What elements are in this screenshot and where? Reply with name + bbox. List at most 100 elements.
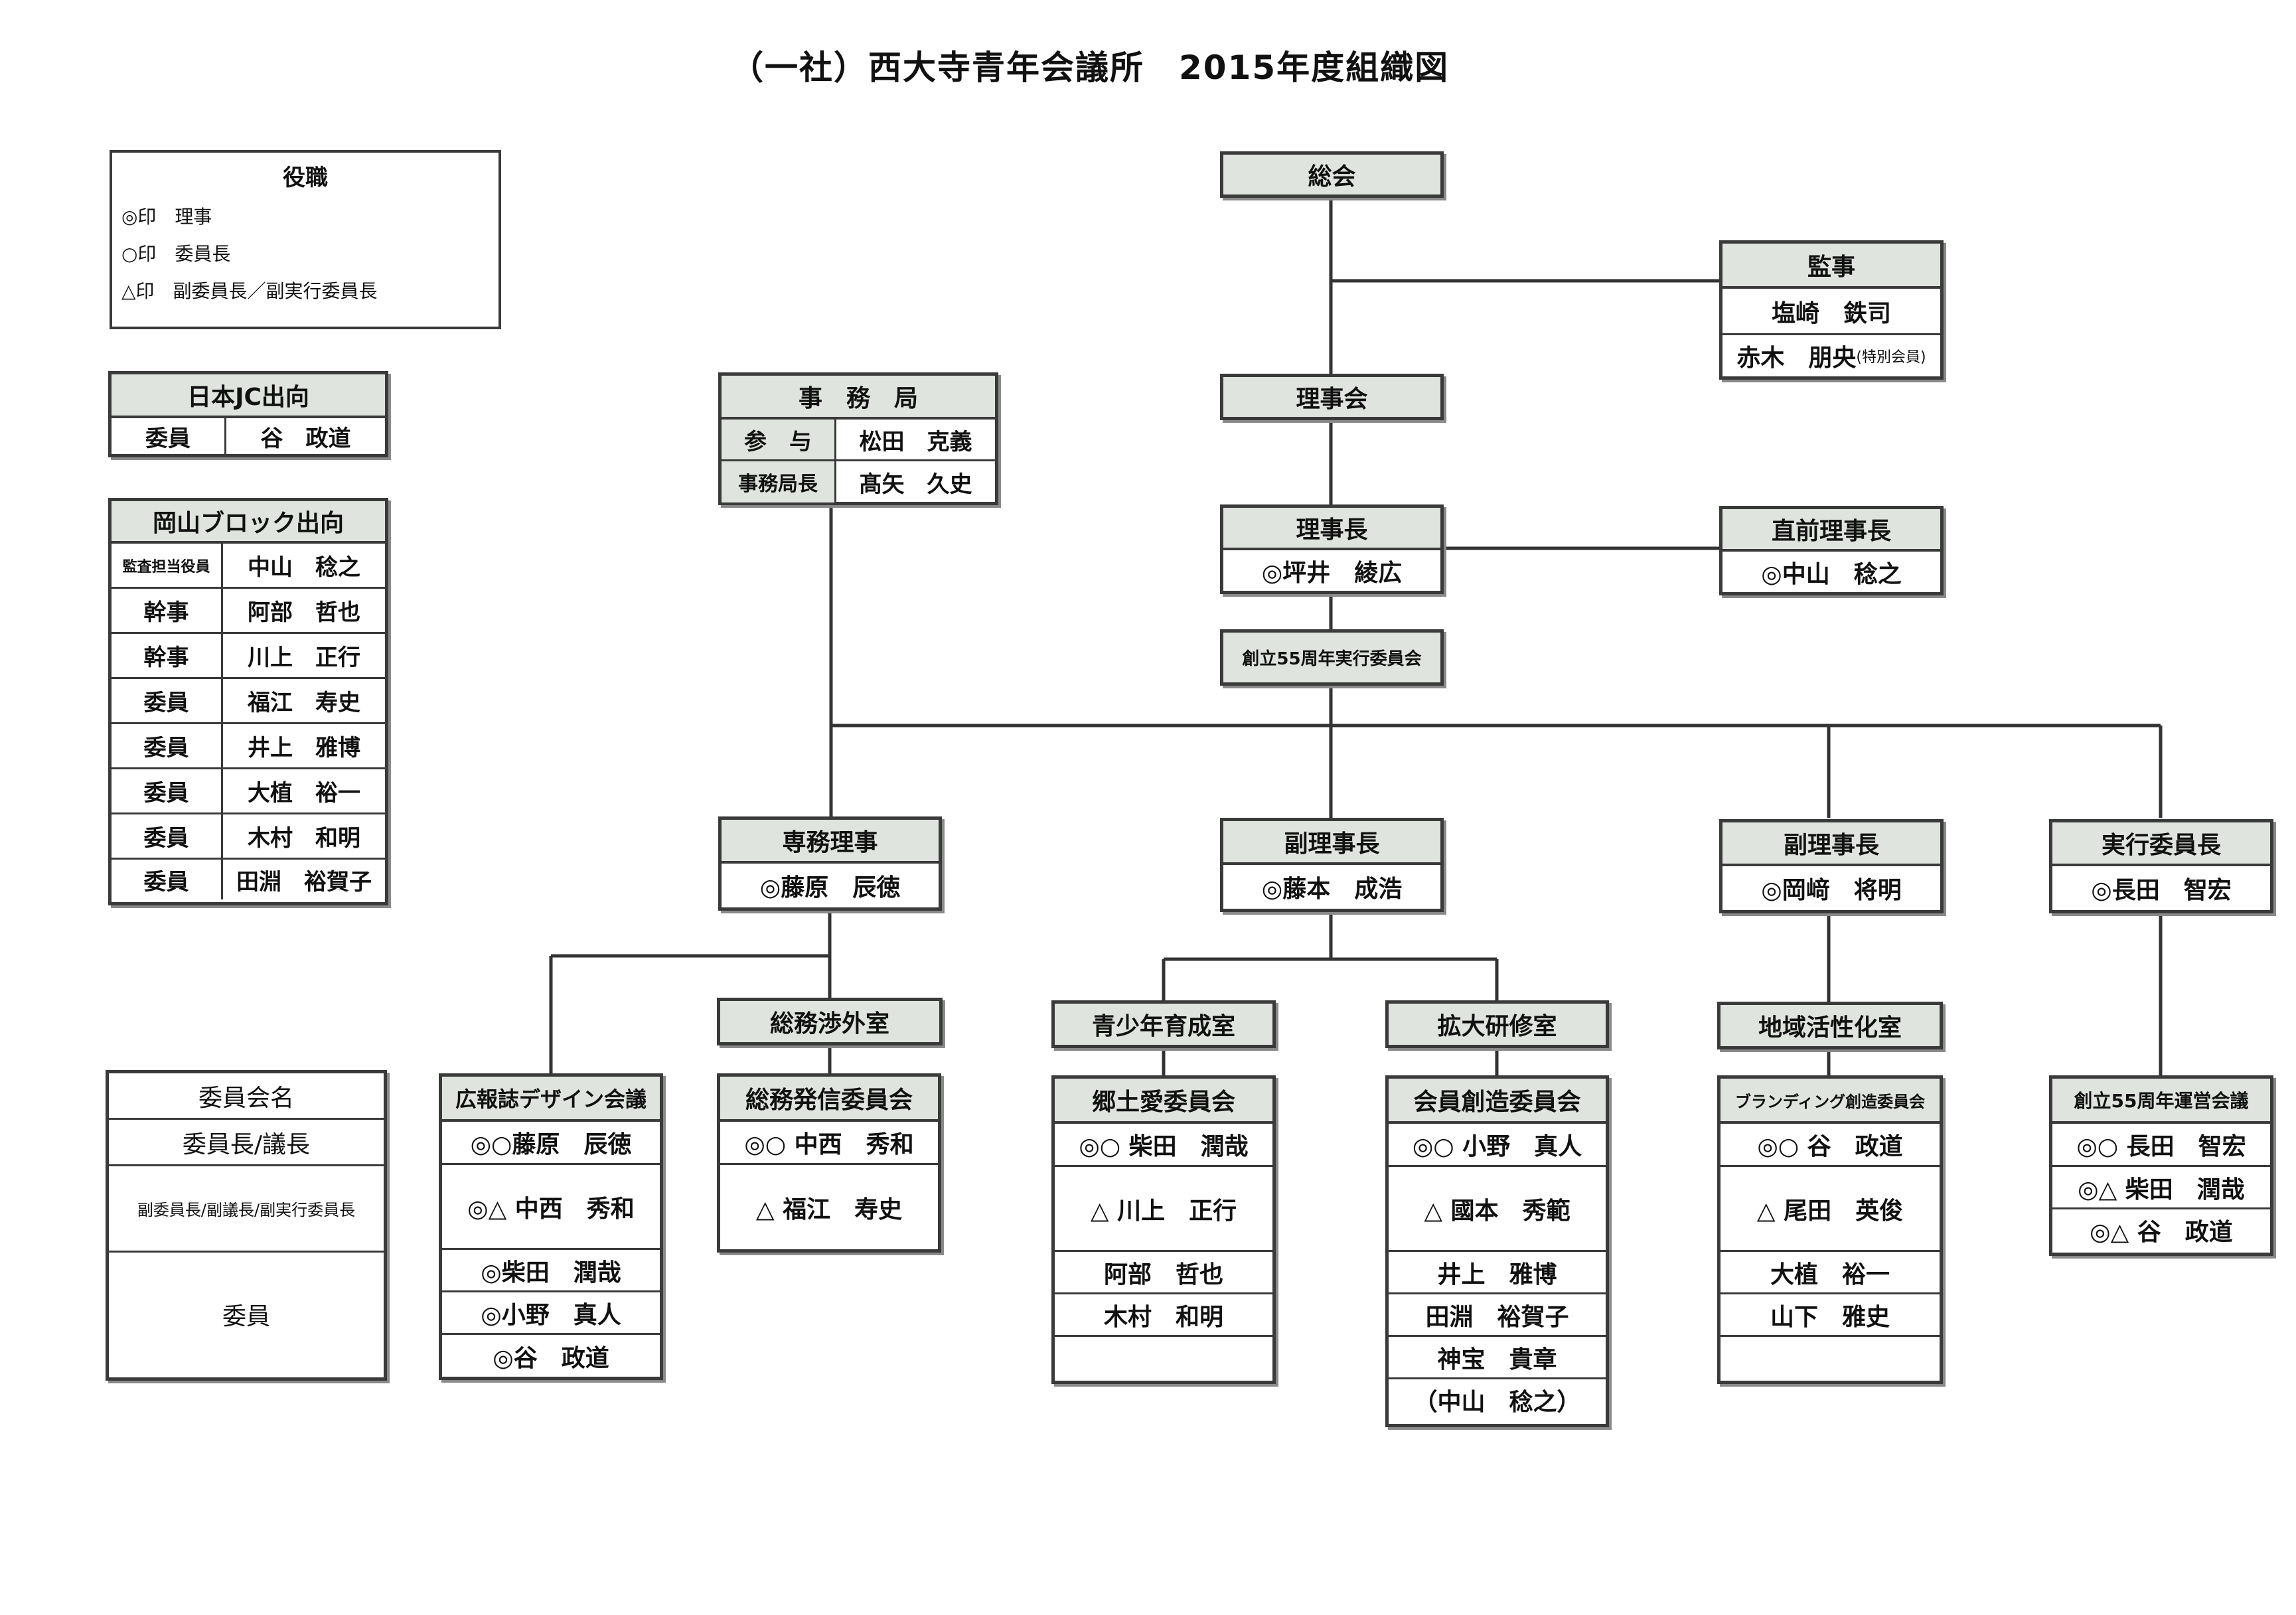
sample-committee-name: 委員会名 [109, 1073, 384, 1120]
okayama-row: 委員 福江 寿史 [112, 679, 385, 724]
nihon-jc-box: 日本JC出向 委員 谷 政道 [108, 371, 388, 457]
role-label: 事務局長 [722, 461, 836, 502]
committee-vice: △ 尾田 英俊 [1721, 1167, 1940, 1252]
member-name: 髙矢 久史 [859, 471, 972, 498]
role-label: 委員 [112, 769, 223, 812]
soukai-box: 総会 [1220, 151, 1444, 198]
rijikai-title: 理事会 [1223, 377, 1440, 417]
kanji-member: 赤木 朋央(特別会員) [1722, 335, 1940, 376]
chokuzen-box: 直前理事長 ◎中山 稔之 [1719, 506, 1944, 595]
committee-chair: ◎○ 中西 秀和 [720, 1122, 938, 1165]
member-name: 井上 雅博 [248, 735, 360, 761]
rijichou-box: 理事長 ◎坪井 綾広 [1220, 504, 1444, 594]
member-name: 田淵 裕賀子 [236, 868, 372, 895]
chokuzen-title: 直前理事長 [1722, 509, 1940, 552]
soumu-room-box: 総務渉外室 [717, 998, 943, 1045]
committee-chair: ◎○ 谷 政道 [1721, 1124, 1940, 1167]
role-label: 委員 [112, 418, 226, 454]
member-name: 松田 克義 [859, 428, 972, 455]
souritsu-box: 創立55周年実行委員会 [1220, 629, 1444, 686]
okayama-row: 委員 田淵 裕賀子 [112, 860, 385, 899]
senmu-name: ◎藤原 辰徳 [759, 874, 901, 901]
committee-title: 総務発信委員会 [720, 1077, 938, 1122]
okayama-row: 幹事 阿部 哲也 [112, 589, 385, 634]
okayama-row: 委員 大植 裕一 [112, 769, 385, 814]
special-member-note: (特別会員) [1856, 349, 1926, 366]
senmu-box: 専務理事 ◎藤原 辰徳 [718, 816, 942, 911]
soumu-committee-box: 総務発信委員会 ◎○ 中西 秀和 △ 福江 寿史 [717, 1073, 941, 1253]
kanji-member: 塩崎 鉄司 [1722, 289, 1940, 335]
member-name: 川上 正行 [248, 645, 360, 671]
committee-chair: ◎○ 長田 智宏 [2052, 1124, 2270, 1167]
role-label: 委員 [112, 860, 223, 899]
member-name: 赤木 朋央 [1736, 345, 1857, 372]
committee-chair: ◎○ 小野 真人 [1389, 1124, 1606, 1167]
kyoudo-committee-box: 郷土愛委員会 ◎○ 柴田 潤哉 △ 川上 正行 阿部 哲也 木村 和明 [1051, 1075, 1276, 1384]
seishounen-room-box: 青少年育成室 [1051, 1000, 1276, 1048]
member-name: 中山 稔之 [248, 554, 360, 581]
legend-box: 役職 ◎印 理事 ○印 委員長 △印 副委員長／副実行委員長 [110, 150, 501, 329]
soukai-title: 総会 [1223, 155, 1440, 194]
fuku-rijichou-name: ◎藤本 成浩 [1261, 876, 1403, 903]
kakudai-room-box: 拡大研修室 [1385, 1000, 1609, 1048]
kakudai-room-title: 拡大研修室 [1389, 1004, 1606, 1045]
rijikai-box: 理事会 [1220, 374, 1444, 420]
legend-item-fuku: △印 副委員長／副実行委員長 [121, 280, 378, 302]
member-name: 阿部 哲也 [248, 599, 360, 626]
committee-vice: ◎△ 柴田 潤哉 [2052, 1167, 2270, 1209]
okayama-row: 委員 木村 和明 [112, 814, 385, 860]
role-label: 委員 [112, 724, 223, 767]
jimukyoku-row: 事務局長 髙矢 久史 [722, 461, 995, 502]
role-label: 幹事 [112, 634, 223, 677]
okayama-row: 委員 井上 雅博 [112, 724, 385, 769]
jikkou-iinchou-title: 実行委員長 [2052, 822, 2270, 866]
role-label: 委員 [112, 679, 223, 722]
okayama-title: 岡山ブロック出向 [112, 501, 385, 544]
committee-member: ◎小野 真人 [442, 1292, 660, 1335]
sample-key-box: 委員会名 委員長/議長 副委員長/副議長/副実行委員長 委員 [106, 1070, 387, 1381]
committee-vice: ◎△ 中西 秀和 [442, 1165, 660, 1250]
seishounen-room-title: 青少年育成室 [1055, 1004, 1272, 1045]
committee-vice: △ 福江 寿史 [755, 1195, 903, 1223]
committee-title: 会員創造委員会 [1389, 1079, 1606, 1124]
nihon-jc-title: 日本JC出向 [112, 374, 385, 418]
okayama-block-box: 岡山ブロック出向 監査担当役員 中山 稔之 幹事 阿部 哲也 幹事 川上 正行 … [108, 498, 388, 905]
okayama-row: 幹事 川上 正行 [112, 634, 385, 679]
committee-chair: ◎○ 柴田 潤哉 [1055, 1124, 1272, 1167]
kaiin-committee-box: 会員創造委員会 ◎○ 小野 真人 △ 國本 秀範 井上 雅博 田淵 裕賀子 神宝… [1385, 1075, 1609, 1427]
member-name: 福江 寿史 [248, 690, 360, 716]
committee-vice: △ 川上 正行 [1055, 1167, 1272, 1252]
nihon-jc-row: 委員 谷 政道 [112, 418, 385, 454]
chiiki-room-box: 地域活性化室 [1717, 1002, 1943, 1049]
fuku-rijichou-title: 副理事長 [1722, 822, 1940, 866]
sample-vice: 副委員長/副議長/副実行委員長 [109, 1166, 384, 1253]
unei-committee-box: 創立55周年運営会議 ◎○ 長田 智宏 ◎△ 柴田 潤哉 ◎△ 谷 政道 [2049, 1075, 2273, 1256]
committee-chair: ◎○藤原 辰徳 [442, 1122, 660, 1165]
committee-member [1055, 1337, 1272, 1378]
committee-vice: △ 國本 秀範 [1389, 1167, 1606, 1252]
committee-member: 田淵 裕賀子 [1389, 1294, 1606, 1337]
kouhou-committee-box: 広報誌デザイン会議 ◎○藤原 辰徳 ◎△ 中西 秀和 ◎柴田 潤哉 ◎小野 真人… [439, 1073, 663, 1380]
fuku-rijichou-box: 副理事長 ◎藤本 成浩 [1220, 818, 1444, 912]
jikkou-iinchou-box: 実行委員長 ◎長田 智宏 [2049, 819, 2273, 913]
okayama-row: 監査担当役員 中山 稔之 [112, 544, 385, 589]
role-label: 参 与 [722, 420, 836, 459]
chiiki-room-title: 地域活性化室 [1721, 1005, 1940, 1046]
legend-title: 役職 [283, 165, 328, 191]
committee-member: 大植 裕一 [1721, 1252, 1940, 1294]
chart-title: （一社）西大寺青年会議所 2015年度組織図 [730, 48, 1450, 87]
legend-item-iinchou: ○印 委員長 [121, 243, 231, 265]
fuku-rijichou-box: 副理事長 ◎岡﨑 将明 [1719, 819, 1944, 913]
member-name: 大植 裕一 [248, 780, 360, 807]
rijichou-title: 理事長 [1223, 508, 1440, 550]
jikkou-iinchou-name: ◎長田 智宏 [2091, 877, 2232, 904]
sample-chair: 委員長/議長 [109, 1120, 384, 1166]
member-name: 木村 和明 [248, 825, 360, 852]
souritsu-title: 創立55周年実行委員会 [1223, 633, 1440, 682]
kanji-box: 監事 塩崎 鉄司 赤木 朋央(特別会員) [1719, 240, 1944, 380]
rijichou-name: ◎坪井 綾広 [1261, 560, 1403, 587]
committee-vice: ◎△ 谷 政道 [2090, 1219, 2233, 1246]
committee-title: 郷土愛委員会 [1055, 1079, 1272, 1124]
member-name: 谷 政道 [260, 425, 351, 452]
